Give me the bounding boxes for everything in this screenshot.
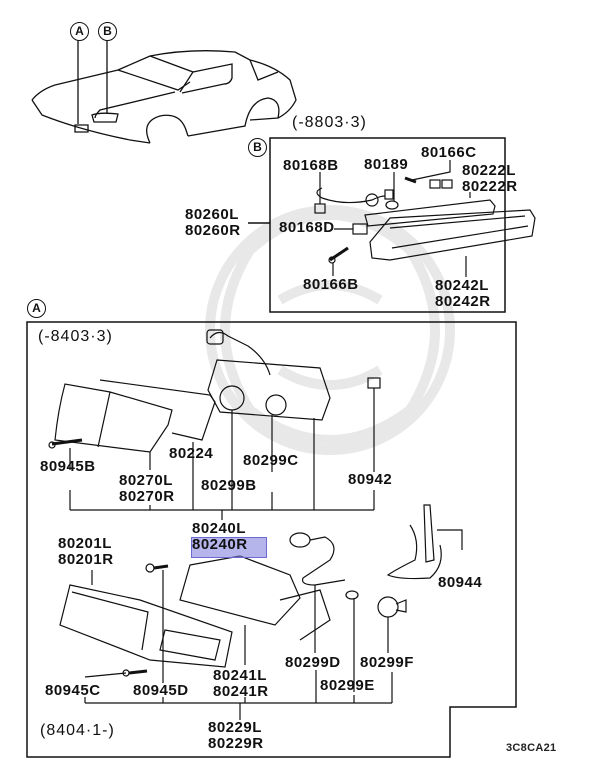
section-b-marker: B xyxy=(248,138,267,157)
socket-harness xyxy=(316,187,386,204)
part-80299B-label[interactable]: 80299B xyxy=(201,477,257,494)
part-80299E-label[interactable]: 80299E xyxy=(320,677,375,694)
part-80189-label[interactable]: 80189 xyxy=(364,156,409,173)
callout-a-overview[interactable]: A xyxy=(70,22,89,41)
part-80942-label[interactable]: 80942 xyxy=(348,471,393,488)
drawing-code: 3C8CA21 xyxy=(506,742,557,754)
part-80945D-label[interactable]: 80945D xyxy=(133,682,189,699)
section-b-frame xyxy=(248,137,506,313)
part-80241R[interactable]: 80241R xyxy=(213,683,269,700)
section-b-date-range: (-8803·3) xyxy=(292,114,367,131)
part-80166C-label[interactable]: 80166C xyxy=(421,144,477,161)
part-80260R[interactable]: 80260R xyxy=(185,222,241,239)
part-80168D-label[interactable]: 80168D xyxy=(279,219,335,236)
section-a-frame xyxy=(26,321,517,758)
part-80229R[interactable]: 80229R xyxy=(208,735,264,752)
section-a-marker: A xyxy=(27,299,46,318)
part-80166B-label[interactable]: 80166B xyxy=(303,276,359,293)
part-80944-label[interactable]: 80944 xyxy=(438,574,483,591)
callout-b-overview[interactable]: B xyxy=(98,22,117,41)
part-80945B-label[interactable]: 80945B xyxy=(40,458,96,475)
part-80229-label[interactable]: 80229L 80229R xyxy=(208,720,264,752)
part-80270-label[interactable]: 80270L 80270R xyxy=(119,473,175,505)
part-80201-label[interactable]: 80201L 80201R xyxy=(58,536,114,568)
part-80201R[interactable]: 80201R xyxy=(58,551,114,568)
part-80270R[interactable]: 80270R xyxy=(119,488,175,505)
part-80241-label[interactable]: 80241L 80241R xyxy=(213,668,269,700)
car-overview-illustration xyxy=(31,40,297,144)
part-80242-label[interactable]: 80242L 80242R xyxy=(435,278,491,310)
part-80240-label[interactable]: 80240L 80240R xyxy=(192,521,248,553)
part-80260L[interactable]: 80260L xyxy=(185,206,239,223)
part-80222L[interactable]: 80222L xyxy=(462,162,516,179)
part-80260-label[interactable]: 80260L 80260R xyxy=(185,207,241,239)
part-80242L[interactable]: 80242L xyxy=(435,277,489,294)
part-80270L[interactable]: 80270L xyxy=(119,472,173,489)
part-80224-label[interactable]: 80224 xyxy=(169,445,214,462)
part-80229L[interactable]: 80229L xyxy=(208,719,262,736)
highlight-80240R xyxy=(191,537,267,558)
section-a-lower-parts xyxy=(59,504,463,720)
section-a-date-range-top: (-8403·3) xyxy=(38,328,113,345)
part-80945C-label[interactable]: 80945C xyxy=(45,682,101,699)
part-80168B-label[interactable]: 80168B xyxy=(283,157,339,174)
part-80241L[interactable]: 80241L xyxy=(213,667,267,684)
section-a-upper-parts xyxy=(48,329,381,520)
part-80299D-label[interactable]: 80299D xyxy=(285,654,341,671)
part-80299F-label[interactable]: 80299F xyxy=(360,654,414,671)
part-80201L[interactable]: 80201L xyxy=(58,535,112,552)
part-80242R[interactable]: 80242R xyxy=(435,293,491,310)
part-80240R[interactable]: 80240R xyxy=(192,536,248,553)
section-b-parts xyxy=(314,160,536,277)
part-80222-label[interactable]: 80222L 80222R xyxy=(462,163,518,195)
section-a-date-range-bottom: (8404·1-) xyxy=(40,722,115,739)
part-80299C-label[interactable]: 80299C xyxy=(243,452,299,469)
part-80240L[interactable]: 80240L xyxy=(192,520,246,537)
part-80222R[interactable]: 80222R xyxy=(462,178,518,195)
